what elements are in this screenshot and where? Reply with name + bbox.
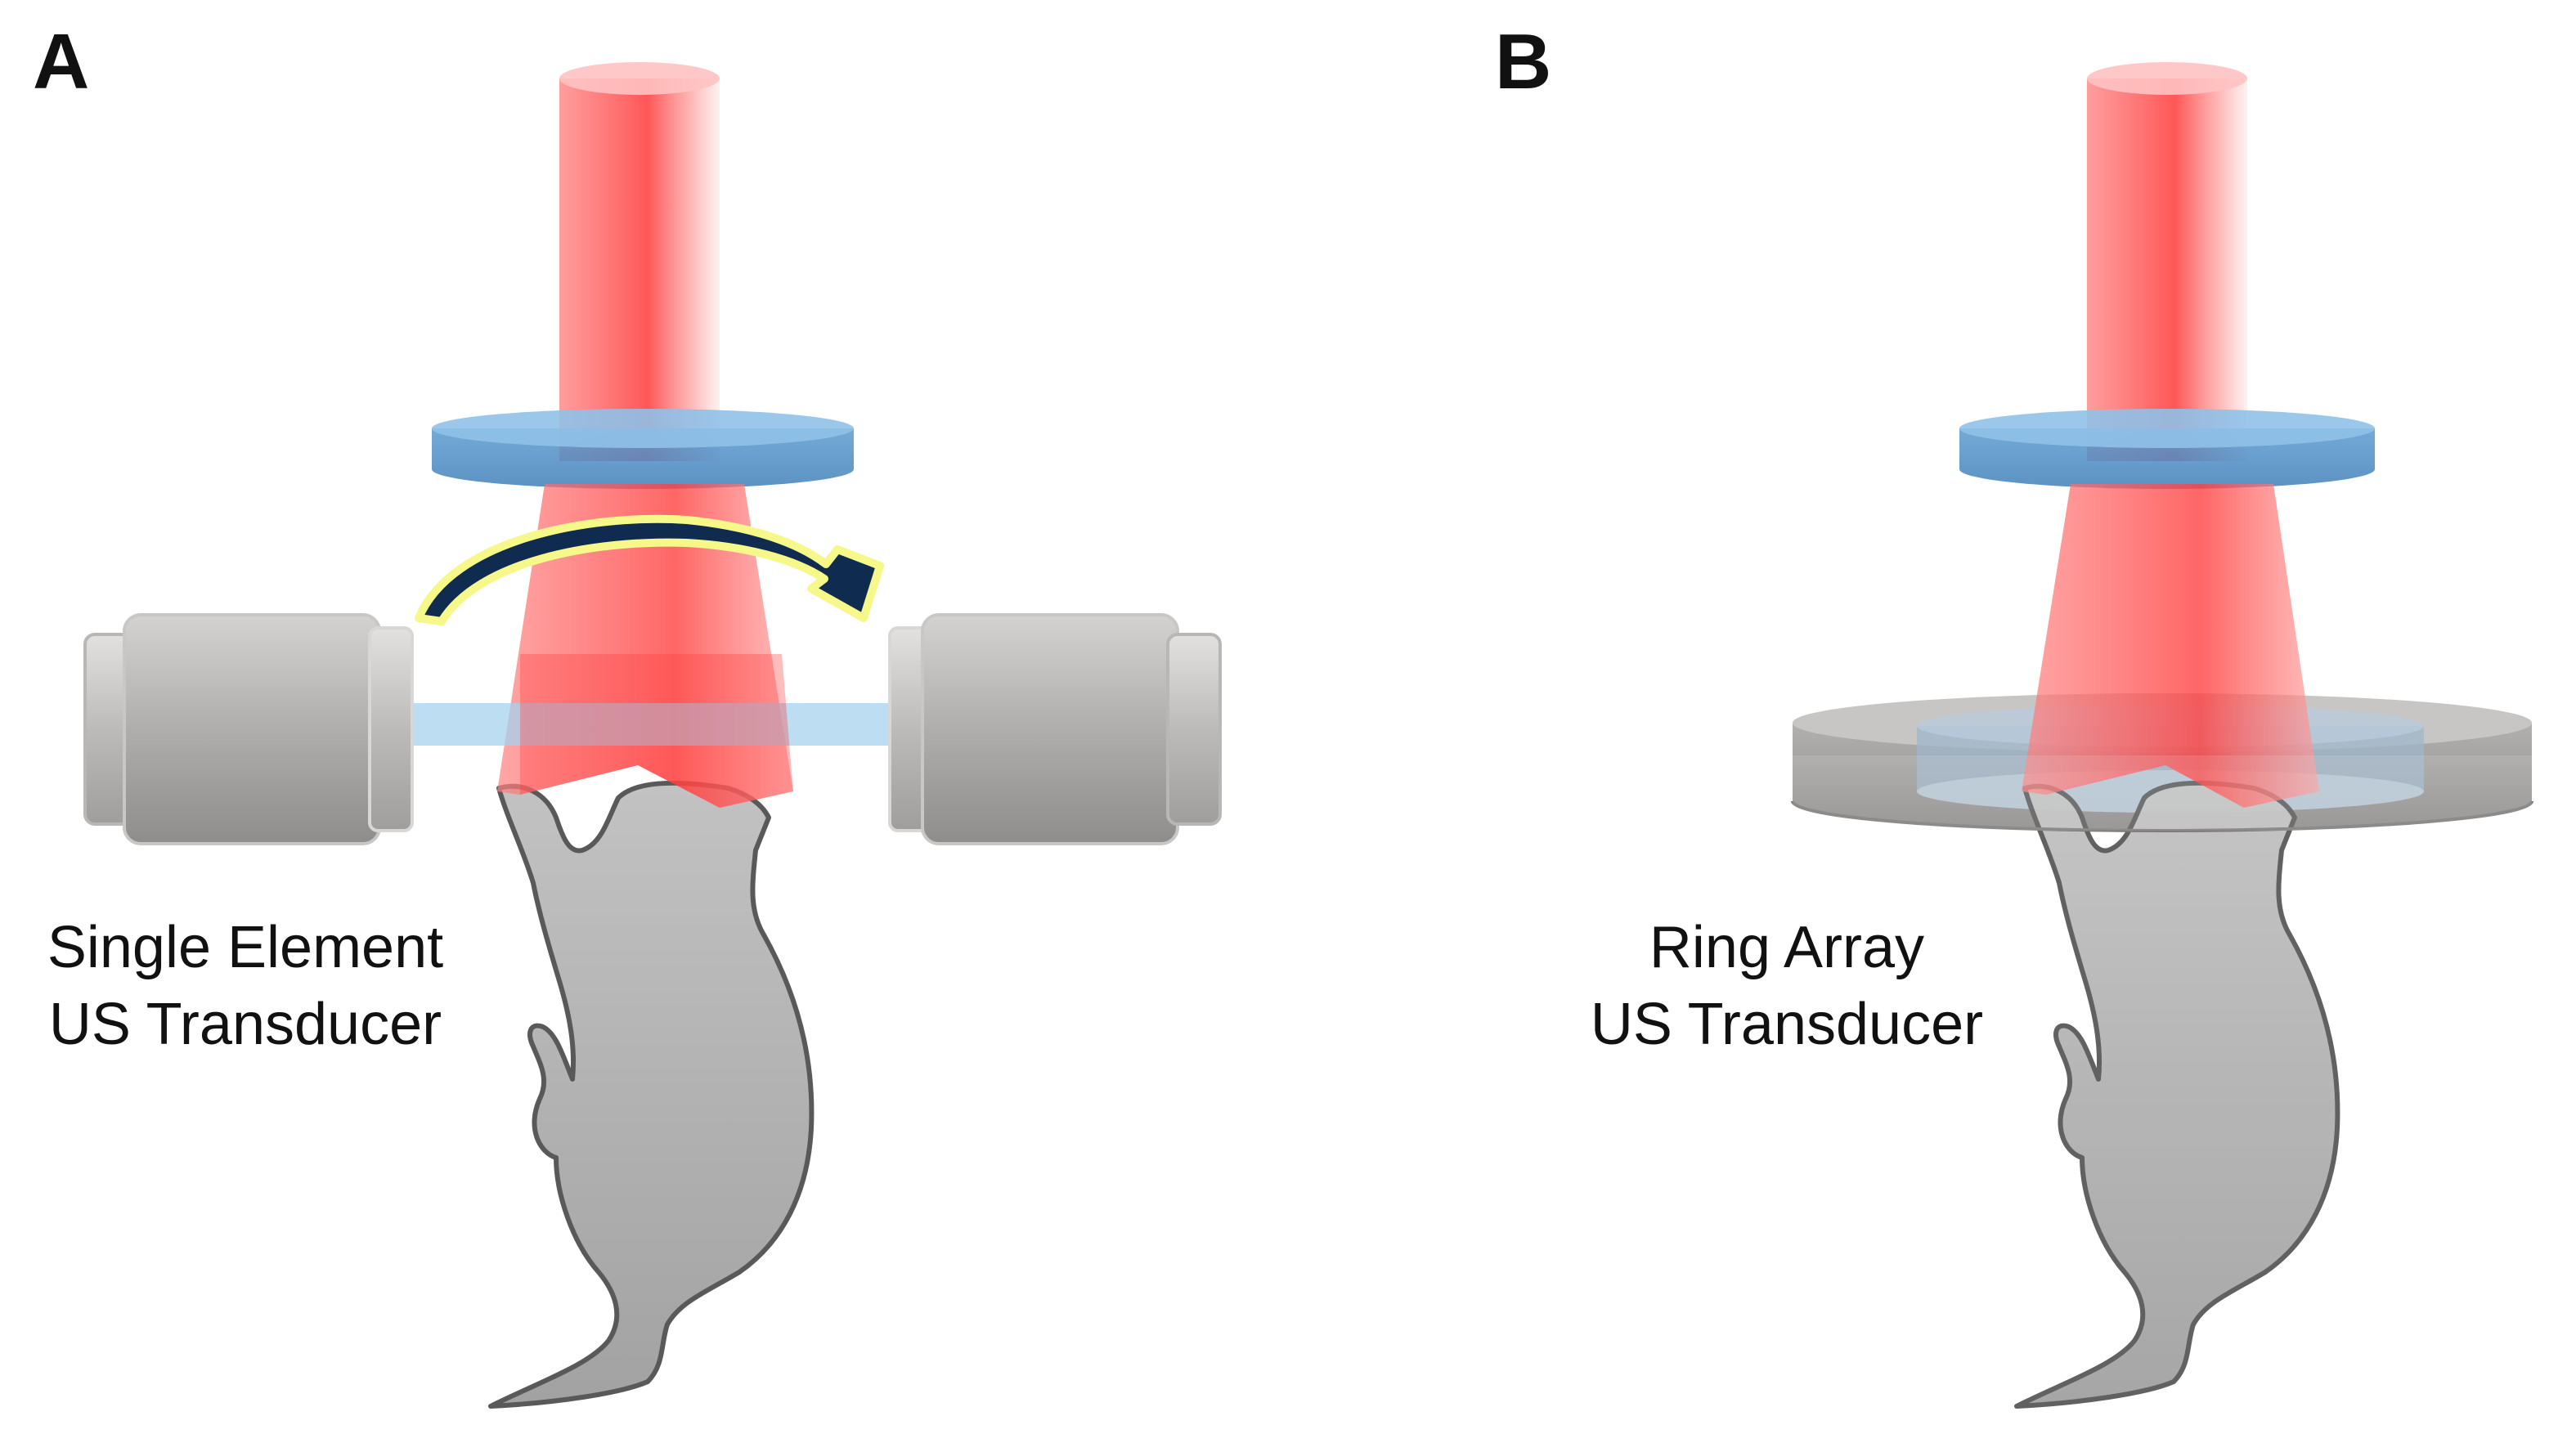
laser-beam-icon xyxy=(559,78,720,461)
single-element-transducer-left-icon xyxy=(83,613,414,845)
caption-ring-array: Ring Array US Transducer xyxy=(1558,909,2016,1063)
panel-b-artwork xyxy=(1791,62,2533,1409)
panel-a-artwork xyxy=(83,62,1222,1409)
panel-label-b: B xyxy=(1495,18,1552,105)
focusing-lens-icon-b xyxy=(1959,409,2375,489)
focusing-lens-icon xyxy=(432,409,854,489)
caption-line-2: US Transducer xyxy=(48,992,442,1057)
caption-line-2: US Transducer xyxy=(1590,992,1984,1057)
mouse-silhouette-icon-b xyxy=(2014,780,2340,1409)
laser-cone-icon-b xyxy=(2022,484,2319,808)
rotation-arrow-icon xyxy=(415,514,884,625)
caption-line-1: Ring Array xyxy=(1649,915,1925,980)
laser-beam-icon-b xyxy=(2087,78,2247,461)
single-element-transducer-right-icon xyxy=(888,613,1222,845)
caption-line-1: Single Element xyxy=(47,915,444,980)
caption-single-element: Single Element US Transducer xyxy=(16,909,474,1063)
mouse-silhouette-icon xyxy=(488,780,815,1409)
panel-label-a: A xyxy=(33,18,90,105)
coupling-medium-icon xyxy=(409,703,900,746)
